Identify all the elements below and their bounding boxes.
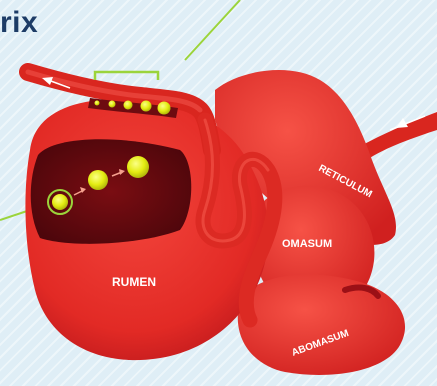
label-omasum: OMASUM	[282, 238, 332, 250]
particle-dot	[158, 102, 171, 115]
callout-line-top	[185, 0, 240, 60]
label-rumen: RUMEN	[112, 275, 156, 289]
particle-dot	[95, 101, 100, 106]
particle-dot	[88, 170, 108, 190]
abomasum-lobe	[238, 275, 405, 375]
particle-dot	[52, 194, 68, 210]
particle-dot	[109, 101, 116, 108]
particle-dot	[127, 156, 149, 178]
bracket-callout	[95, 72, 158, 80]
particle-dot	[124, 101, 133, 110]
particle-dot	[141, 101, 152, 112]
